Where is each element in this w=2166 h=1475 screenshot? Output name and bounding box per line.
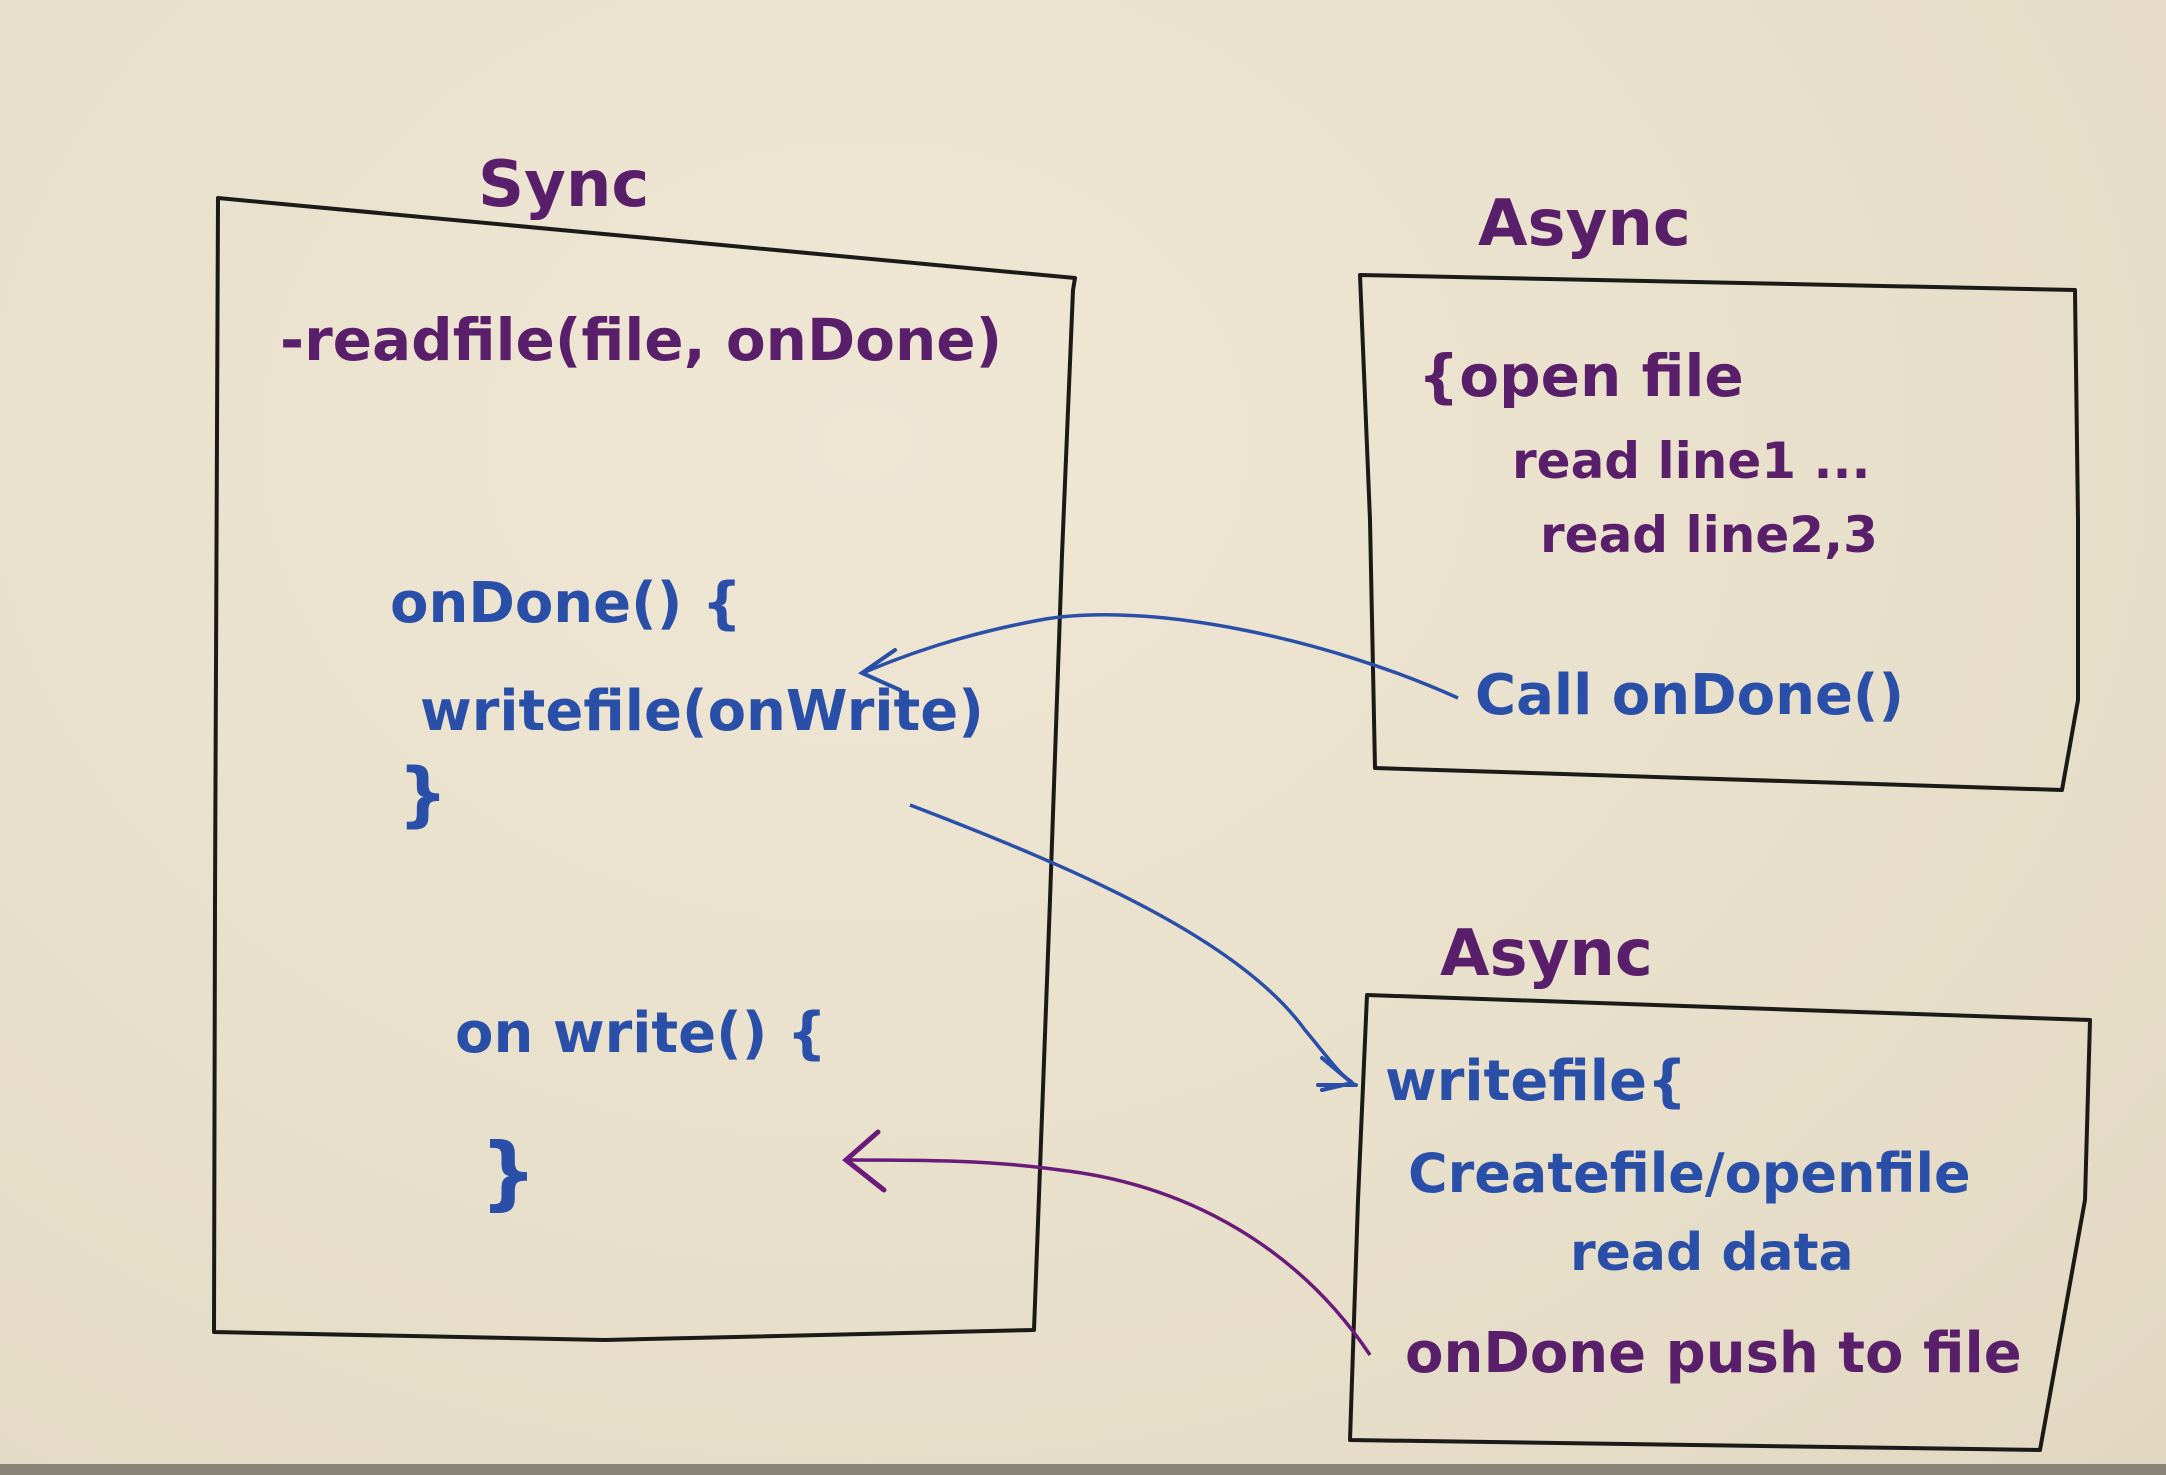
sync-ondone-body: writefile(onWrite) — [420, 679, 984, 744]
async-bottom-line1: writefile{ — [1385, 1049, 1687, 1114]
arrow-push-onwrite — [849, 1158, 1372, 1356]
async-bottom-line4: onDone push to file — [1405, 1321, 2022, 1386]
bottom-edge-strip — [0, 1464, 2166, 1475]
sync-readfile-line: -readfile(file, onDone) — [280, 306, 1002, 374]
async-top-title: Async — [1478, 187, 1691, 261]
async-top-line3: read line2,3 — [1540, 506, 1878, 564]
async-bottom-line2: Createfile/openfile — [1408, 1142, 1971, 1205]
sync-ondone-open: onDone() { — [390, 571, 742, 636]
async-bottom-line3: read data — [1570, 1223, 1854, 1283]
arrow-call-ondone — [864, 613, 1459, 700]
sync-onwrite-open: on write() { — [455, 1001, 827, 1066]
async-top-box: Async {open file read line1 ... read lin… — [1358, 187, 2080, 792]
arrow-writefile — [909, 803, 1353, 1084]
async-top-line1: {open file — [1418, 342, 1744, 410]
sync-box: Sync -readfile(file, onDone) onDone() { … — [212, 148, 1077, 1342]
arrow-writefile-head — [1316, 1056, 1358, 1092]
arrow-call-ondone-head — [857, 648, 902, 692]
sync-onwrite-close: } — [480, 1126, 537, 1219]
sync-ondone-close: } — [398, 753, 448, 835]
sync-title: Sync — [478, 148, 649, 222]
async-bottom-box: Async writefile{ Createfile/openfile rea… — [1348, 917, 2092, 1452]
async-top-line2: read line1 ... — [1512, 432, 1870, 490]
async-bottom-title: Async — [1440, 917, 1653, 991]
async-top-line4: Call onDone() — [1475, 663, 1904, 728]
arrow-push-onwrite-head — [842, 1129, 887, 1193]
